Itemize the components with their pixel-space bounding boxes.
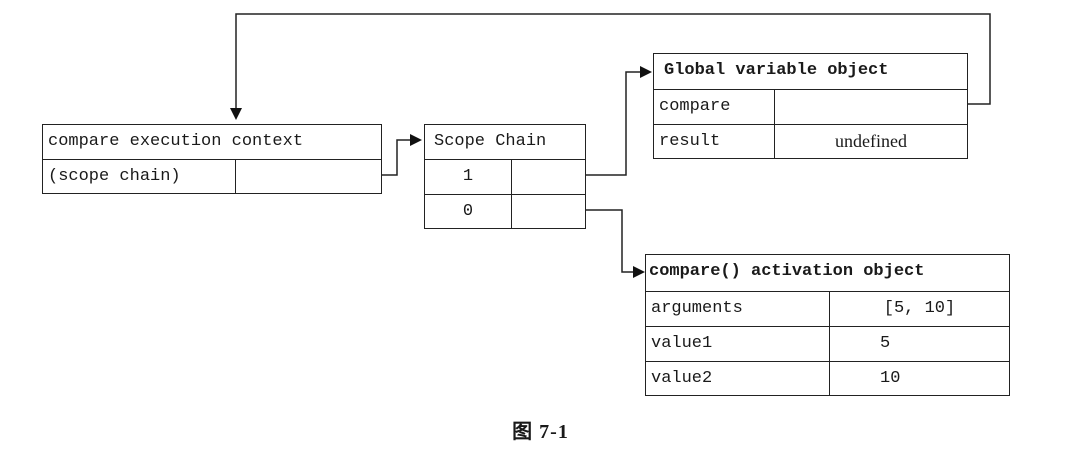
activation-var-value: 10 xyxy=(829,362,1009,395)
activation-var-value: [5, 10] xyxy=(829,292,1009,326)
global-var-name: result xyxy=(659,132,721,151)
scope-chain-index-pointer xyxy=(511,195,585,228)
figure-caption: 图 7-1 xyxy=(512,421,569,443)
activation-object-box: compare() activation object arguments [5… xyxy=(645,254,1010,396)
scope-chain-index: 1 xyxy=(462,167,474,186)
arrow-index1-to-global xyxy=(566,66,652,176)
activation-object-title: compare() activation object xyxy=(649,262,925,281)
execution-context-box: compare execution context (scope chain) xyxy=(42,124,382,194)
activation-var-name: value1 xyxy=(651,334,713,353)
global-var-value: undefined xyxy=(774,125,967,158)
global-var-value xyxy=(774,90,967,124)
execution-context-title: compare execution context xyxy=(48,132,304,151)
scope-chain-index-pointer xyxy=(511,160,585,194)
scope-chain-index: 0 xyxy=(462,202,474,221)
global-object-title: Global variable object xyxy=(664,61,889,80)
activation-var-name: value2 xyxy=(651,369,713,388)
scope-chain-box: Scope Chain 1 0 xyxy=(424,124,586,229)
global-variable-object-box: Global variable object compare result un… xyxy=(653,53,968,159)
scope-chain-title: Scope Chain xyxy=(434,132,547,151)
activation-var-value: 5 xyxy=(829,327,1009,361)
scope-chain-label: (scope chain) xyxy=(48,167,181,186)
scope-chain-pointer xyxy=(235,160,381,193)
global-var-name: compare xyxy=(659,97,731,116)
activation-var-name: arguments xyxy=(651,299,743,318)
